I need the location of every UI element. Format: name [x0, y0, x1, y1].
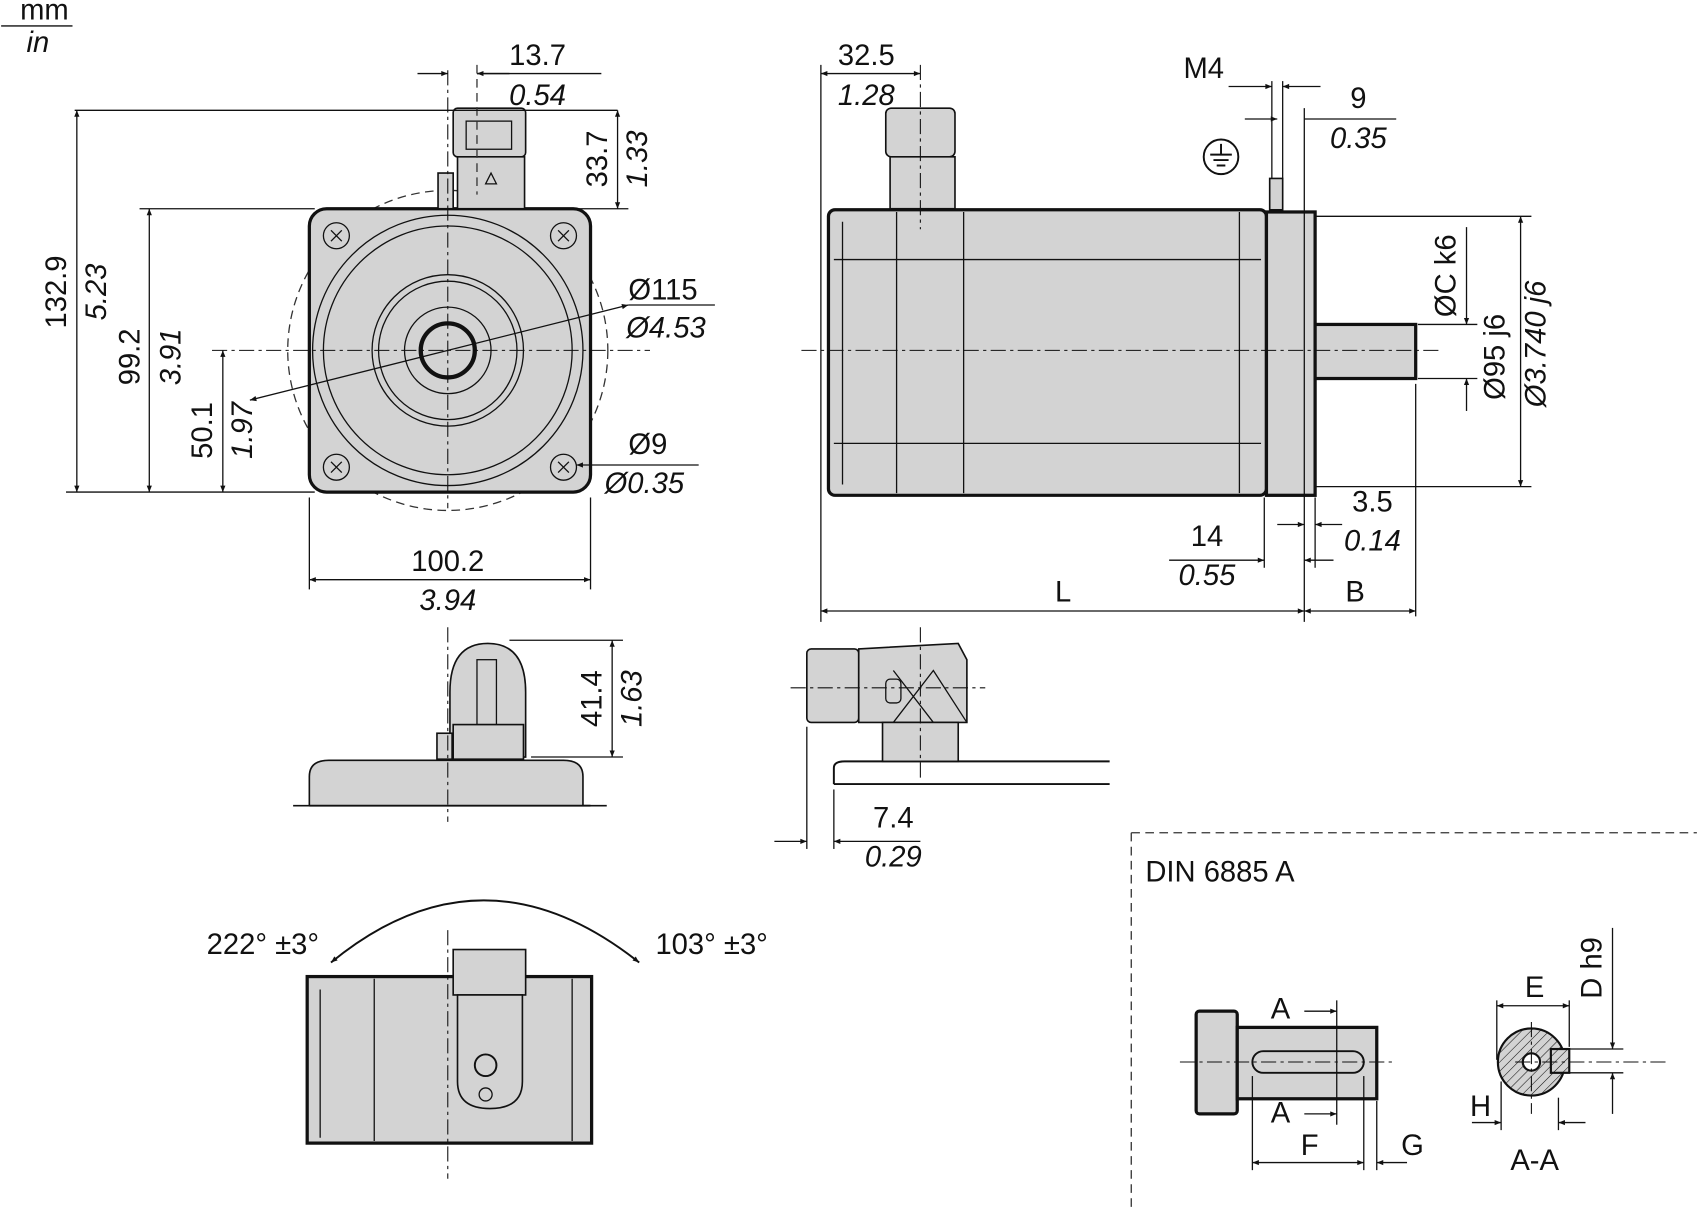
- connector-rotated-side: 7.4 0.29: [774, 627, 1110, 873]
- dim-ground-offset-in: 0.35: [1330, 123, 1388, 155]
- dim-flange-width-in: 3.94: [419, 585, 476, 617]
- dim-rotated-height-in: 1.63: [616, 670, 648, 727]
- label-G: G: [1401, 1130, 1424, 1162]
- dim-shaft-length: B: [1345, 576, 1364, 608]
- dim-flange-height-mm: 99.2: [115, 328, 147, 385]
- label-E: E: [1525, 972, 1544, 1004]
- ground-stud: [1268, 177, 1284, 211]
- dim-total-height-in: 5.23: [81, 264, 113, 321]
- dim-side-connector-offset-mm: 32.5: [838, 40, 895, 72]
- dim-flange-height-in: 3.91: [156, 328, 188, 385]
- dim-center-height-mm: 50.1: [187, 402, 219, 459]
- units-legend: mm in: [1, 0, 73, 59]
- rotation-left: 222° ±3°: [207, 929, 319, 961]
- dim-ground-screw: M4: [1183, 53, 1224, 85]
- dim-centering-diameter-mm: Ø95 j6: [1479, 314, 1511, 400]
- dim-hole-diameter-mm: Ø9: [628, 429, 667, 461]
- dim-side-connector-offset-in: 1.28: [838, 80, 896, 112]
- connector-front: [437, 107, 527, 210]
- dim-connector-height-mm: 33.7: [582, 131, 614, 188]
- rotation-view: 222° ±3° 103° ±3°: [207, 899, 768, 1179]
- dim-flange-width-mm: 100.2: [411, 546, 484, 578]
- dim-length: L: [1055, 576, 1071, 608]
- section-marker-top: A: [1271, 994, 1291, 1026]
- dim-hole-diameter-in: Ø0.35: [604, 468, 685, 500]
- dim-total-height-mm: 132.9: [41, 255, 73, 328]
- dim-centering-diameter-in: Ø3.740 j6: [1520, 280, 1552, 408]
- dim-rear-offset-in: 0.29: [865, 841, 922, 873]
- dim-ground-offset-mm: 9: [1350, 83, 1366, 115]
- dim-collar-mm: 3.5: [1352, 487, 1393, 519]
- front-dimensions: 13.7 0.54 33.7 1.33 132.9 5.23 99.2 3.91…: [41, 40, 715, 617]
- flange: [1264, 210, 1317, 497]
- label-F: F: [1301, 1130, 1319, 1162]
- dim-pitch-diameter-in: Ø4.53: [625, 312, 706, 344]
- shaft: [1313, 322, 1418, 381]
- dim-shaft-diameter: ØC k6: [1431, 234, 1463, 317]
- rotation-arc-icon: [330, 899, 640, 964]
- key-detail: DIN 6885 A A A F G E D h9 H: [1130, 832, 1697, 1208]
- motor-housing: [826, 208, 1269, 497]
- side-dimensions: 32.5 1.28 M4 9 0.35 ØC k6 Ø95 j6 Ø3.740 …: [820, 40, 1552, 622]
- key-detail-title: DIN 6885 A: [1145, 856, 1295, 888]
- label-section: A-A: [1510, 1145, 1559, 1177]
- dim-center-height-in: 1.97: [227, 400, 259, 459]
- dim-rear-offset-mm: 7.4: [873, 802, 914, 834]
- label-D: D h9: [1577, 937, 1609, 999]
- dim-connector-offset-in: 0.54: [509, 80, 566, 112]
- section-marker-bottom: A: [1271, 1098, 1291, 1130]
- unit-mm: mm: [20, 0, 69, 26]
- connector-rotated-front: 41.4 1.63: [293, 627, 648, 822]
- dim-collar-in: 0.14: [1344, 525, 1401, 557]
- ground-icon: [1202, 138, 1240, 176]
- rotation-right: 103° ±3°: [655, 929, 767, 961]
- dim-connector-offset-mm: 13.7: [509, 40, 566, 72]
- dim-rotated-height-mm: 41.4: [576, 670, 608, 727]
- dim-pitch-diameter-mm: Ø115: [628, 275, 697, 307]
- side-view: [801, 64, 1440, 497]
- dim-flange-thickness-in: 0.55: [1179, 560, 1237, 592]
- dim-flange-thickness-mm: 14: [1191, 521, 1223, 553]
- dim-connector-height-in: 1.33: [622, 131, 654, 188]
- unit-in: in: [27, 27, 50, 59]
- label-H: H: [1470, 1091, 1491, 1123]
